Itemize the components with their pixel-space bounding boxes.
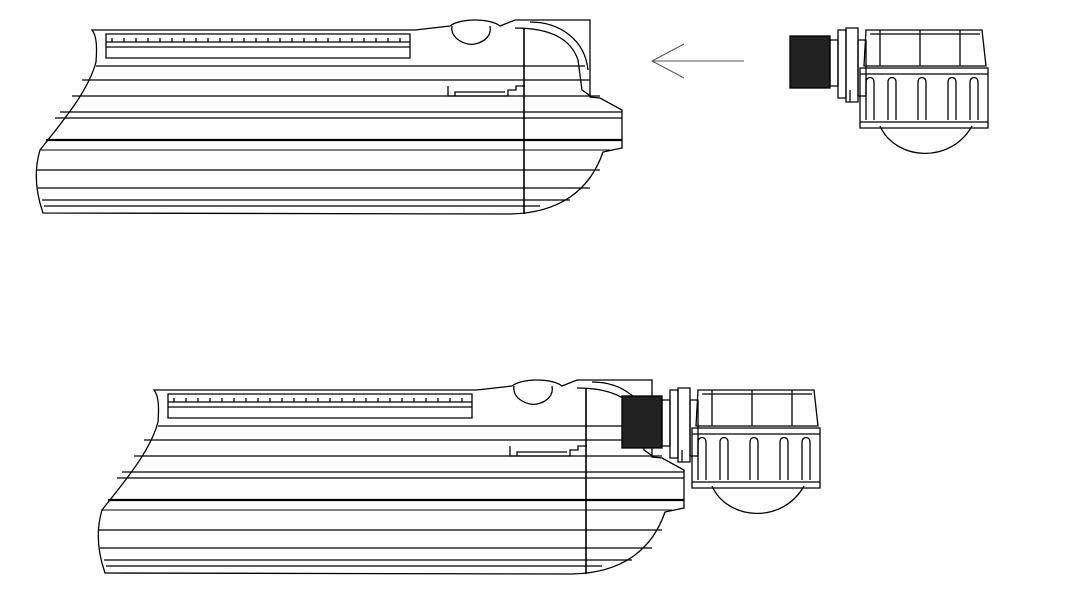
fixture-body-top xyxy=(34,18,624,216)
sensor-head-detached xyxy=(789,27,989,155)
arrow-left-icon xyxy=(650,43,744,79)
exploded-view xyxy=(34,18,989,216)
fixture-body-bottom xyxy=(96,378,686,576)
assembled-view xyxy=(96,378,821,576)
